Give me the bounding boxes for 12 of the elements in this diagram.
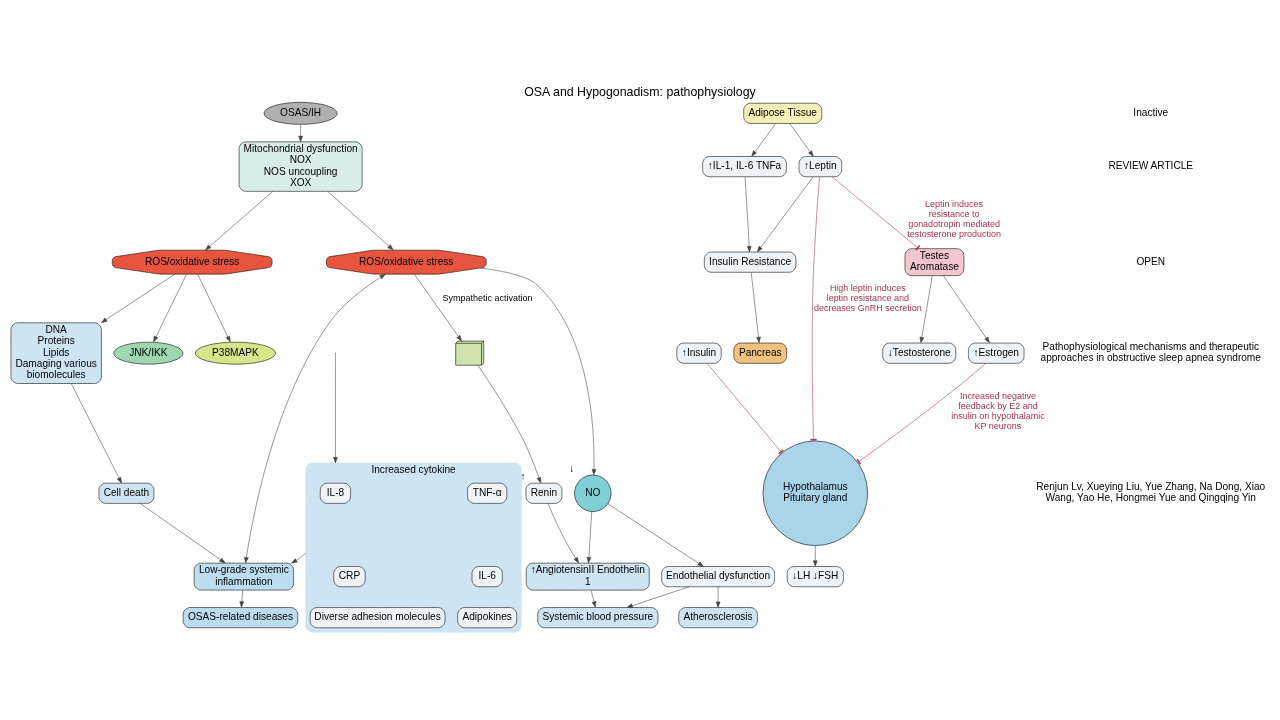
diagram-title: OSA and Hypogonadism: pathophysiology: [524, 84, 756, 99]
node-label: ↓: [569, 462, 575, 474]
edge-label: Increased negative feedback by E2 and insulin on hypothalamic KP neurons: [951, 390, 1045, 431]
label: Inactive: [1133, 106, 1169, 118]
label: Renjun Lv, Xueying Liu, Yue Zhang, Na Dong, Xiao Wang, Yao He, Hongmei Yue and Qingqing Yin: [1036, 480, 1266, 503]
edge-label: Leptin induces resistance to gonadotropin mediated testosterone production: [907, 198, 1002, 239]
edge-label: Sympathetic activation: [442, 292, 533, 303]
node-label: ↑: [520, 470, 526, 482]
label: REVIEW ARTICLE: [1108, 159, 1194, 171]
label: OPEN: [1136, 255, 1166, 267]
edge-label: High leptin induces leptin resistance and decreases GnRH secretion: [813, 282, 922, 313]
label: Pathophysiological mechanisms and therapeutic approaches in obstructive sleep apnea syndrome: [1040, 340, 1261, 363]
